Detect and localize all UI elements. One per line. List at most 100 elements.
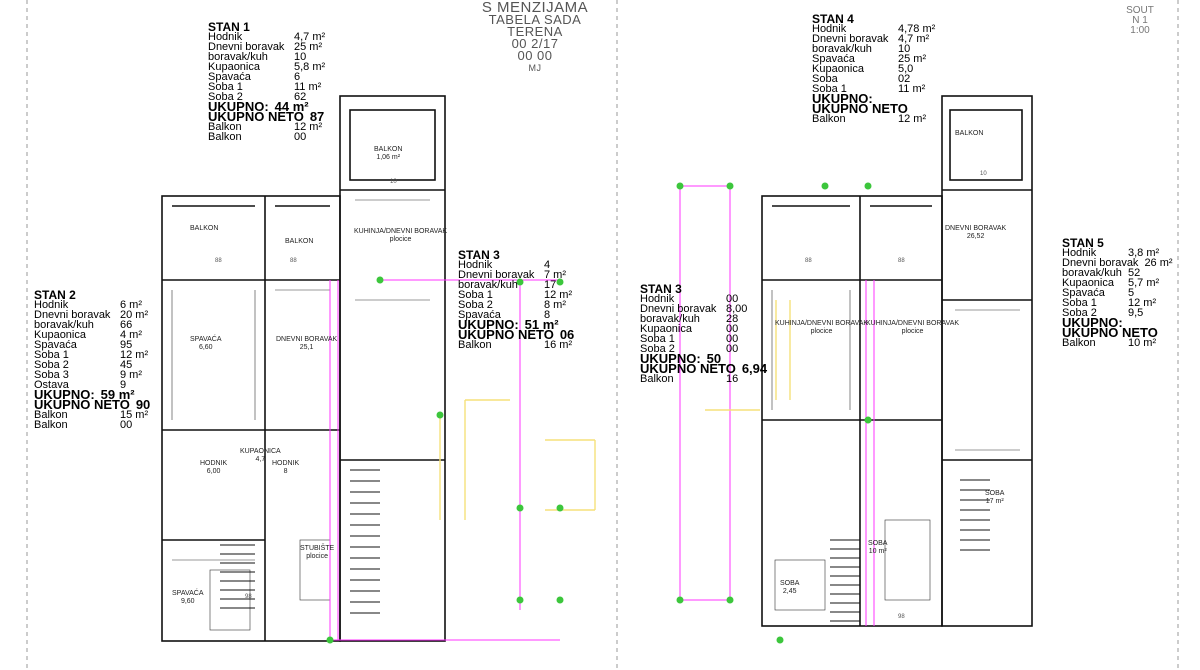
left-plumbing-nodes (326, 276, 564, 644)
row-value: 12 m² (1128, 297, 1157, 309)
room-name: HODNIK (200, 460, 228, 467)
pipe-node (864, 182, 872, 190)
right-plan-thin-lines (771, 290, 1020, 611)
room-label: SPAVAĆA 9,60 (172, 590, 204, 606)
table-total: UKUPNO:50 (640, 352, 767, 365)
row-value: 9,5 (1128, 307, 1144, 319)
row-label: boravak/kuh (208, 51, 268, 63)
corner-line: 1:00 (1130, 25, 1150, 36)
row-value: 8 (544, 309, 551, 321)
row-label: Soba 1 (640, 333, 675, 345)
header-line: 00 2/17 (511, 36, 559, 51)
room-label: SOBA 2,45 (780, 580, 799, 596)
room-label: SPAVAĆA 6,60 (190, 336, 222, 352)
table-title: STAN 5 (1062, 236, 1104, 250)
row-value: 4,78 m² (898, 23, 936, 35)
row-label: Soba 1 (1062, 297, 1097, 309)
ext-value: 06 (559, 327, 575, 342)
pipe-node (516, 504, 524, 512)
row-value: 00 (726, 293, 739, 305)
pipe-node (821, 182, 829, 190)
row-label: Dnevni boravak (1062, 257, 1139, 269)
extra-label: Balkon (812, 113, 846, 125)
room-name: SOBA (780, 580, 800, 587)
row-value: 7 m² (544, 269, 566, 281)
row-label: Spavaća (34, 339, 77, 351)
row-label: Soba 1 (458, 289, 493, 301)
corner-stamp: SOUT N 1 1:00 (1110, 6, 1170, 36)
row-label: Hodnik (1062, 247, 1097, 259)
room-label: KUHINJA/DNEVNI BORAVAK plocice (866, 320, 959, 336)
room-label: KUPAONICA 4,7 (240, 448, 281, 464)
header-line: TERENA (507, 24, 563, 39)
ext-label: UKUPNO NETO (458, 327, 554, 342)
table-row: Dnevni boravak 7 m² (458, 269, 574, 281)
room-name: STUBIŠTE (300, 545, 335, 552)
table-title: STAN 4 (812, 12, 854, 26)
row-label: Hodnik (34, 299, 69, 311)
room-name: KUHINJA/DNEVNI BORAVAK (354, 228, 448, 235)
row-label: Dnevni boravak (458, 269, 535, 281)
pipe-node (676, 182, 684, 190)
row-value: 52 (1128, 267, 1141, 279)
table-title: STAN 3 (640, 282, 682, 296)
row-label: Soba 2 (208, 91, 243, 103)
extra-value: 00 (120, 419, 133, 431)
total-label: UKUPNO: (34, 387, 95, 402)
row-value: 10 (898, 43, 911, 55)
room-name: KUHINJA/DNEVNI BORAVAK (866, 320, 960, 327)
extra-value: 10 m² (1128, 337, 1157, 349)
row-value: 5,0 (898, 63, 914, 75)
right-plumbing-nodes (676, 182, 872, 644)
total-label: UKUPNO: (1062, 315, 1123, 330)
svg-text:98: 98 (245, 594, 252, 600)
ext-label: UKUPNO NETO (34, 397, 130, 412)
row-value: 9 (120, 379, 127, 391)
room-label: KUHINJA/DNEVNI BORAVAK plocice (775, 320, 868, 336)
right-electric-lines (705, 300, 791, 411)
table-row: Soba 1 12 m² (1062, 297, 1173, 309)
row-value: 17 (544, 279, 557, 291)
row-label: Kupaonica (640, 323, 692, 335)
pipe-node (556, 278, 564, 286)
svg-text:88: 88 (290, 258, 297, 264)
dimension-markers: 88 88 10 88 88 10 98 98 (215, 171, 987, 620)
drawing-header: S MENZIJAMA TABELA SADA TERENA 00 2/17 0… (470, 0, 600, 74)
row-label: Soba 1 (812, 83, 847, 95)
table-row: Dnevni boravak 26 m² (1062, 257, 1173, 269)
room-label: STUBIŠTE plocice (300, 545, 334, 561)
corner-line: N 1 (1132, 15, 1148, 26)
svg-text:88: 88 (805, 258, 812, 264)
row-label: Soba (812, 73, 838, 85)
row-label: Hodnik (458, 259, 493, 271)
row-label: Soba 3 (34, 369, 69, 381)
row-value: 4,7 m² (294, 31, 326, 43)
row-value: 26 m² (1144, 257, 1173, 269)
room-area: 1,06 m² (376, 154, 401, 161)
row-label: Hodnik (208, 31, 243, 43)
room-name: DNEVNI BORAVAK (276, 336, 338, 343)
room-name: SOBA (985, 490, 1005, 497)
room-label: HODNIK 6,00 (200, 460, 227, 476)
row-value: 9 m² (120, 369, 142, 381)
row-label: Spavaća (208, 71, 251, 83)
room-area: 4,7 (255, 456, 266, 463)
